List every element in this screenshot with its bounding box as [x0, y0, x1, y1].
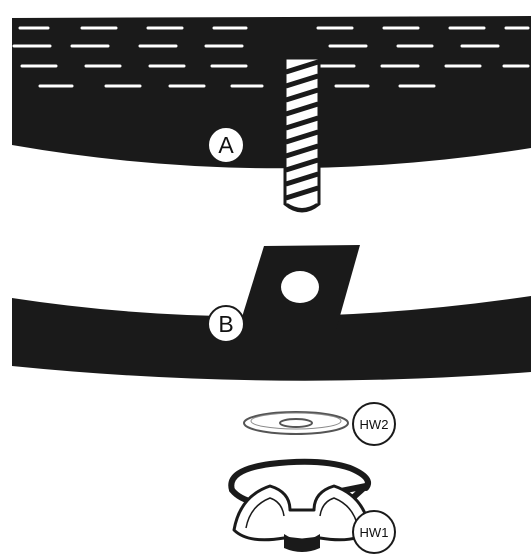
- callout-a-label: A: [218, 132, 234, 158]
- threaded-bolt-icon: [283, 56, 321, 213]
- part-b-rim: [12, 296, 531, 381]
- wing-nut-icon: [232, 484, 372, 552]
- part-a-stripes: [12, 26, 530, 88]
- callout-b-label: B: [218, 311, 233, 337]
- part-b-hole: [281, 271, 319, 303]
- part-b: B: [12, 245, 531, 381]
- callout-hw1: HW1: [352, 510, 396, 554]
- callout-b: B: [207, 305, 245, 343]
- part-a-rim: [12, 16, 531, 169]
- flat-washer-icon: [243, 411, 349, 435]
- callout-a: A: [207, 126, 245, 164]
- callout-hw1-label: HW1: [360, 525, 389, 540]
- part-a: A: [12, 16, 531, 213]
- callout-hw2: HW2: [352, 402, 396, 446]
- callout-hw2-label: HW2: [360, 417, 389, 432]
